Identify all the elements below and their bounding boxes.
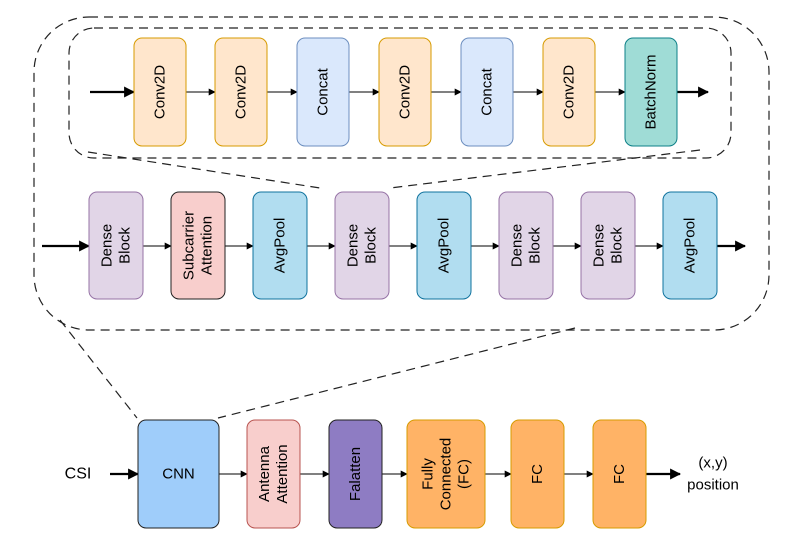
avgpool-label: AvgPool xyxy=(682,218,699,274)
dense-block-label: Block xyxy=(117,227,134,264)
dense-block-label: Dense xyxy=(509,224,526,267)
antenna-attention-label: Antenna xyxy=(256,445,273,502)
batchnorm-block-box xyxy=(624,37,678,147)
conv2d-block-box xyxy=(133,37,187,147)
conv2d-block: Conv2D xyxy=(542,37,596,147)
avgpool-block-box xyxy=(252,191,308,300)
concat-block-box xyxy=(296,37,350,147)
dense-block-detail-row: Conv2D Conv2D Concat Conv2D Concat Conv2D Batc… xyxy=(90,37,710,147)
concat-block-box xyxy=(460,37,514,147)
avgpool-block: AvgPool xyxy=(662,191,718,300)
cnn-block: CNN xyxy=(137,419,220,529)
fully-connected-fc-label: (FC) xyxy=(456,459,473,489)
position-output-label: (x,y) xyxy=(698,455,727,472)
falatten-label: Falatten xyxy=(347,447,364,501)
zoom-connector-cnn-right xyxy=(217,327,576,419)
fully-connected-fc-label: Connected xyxy=(438,438,455,511)
fc-label: FC xyxy=(529,464,546,484)
conv2d-block: Conv2D xyxy=(378,37,432,147)
avgpool-block-box xyxy=(662,191,718,300)
conv2d-block-box xyxy=(378,37,432,147)
dense-block-detail-container xyxy=(68,27,732,159)
fc-block-box xyxy=(592,419,647,529)
zoom-connector-dense-right xyxy=(389,149,701,189)
dense-block-block-box xyxy=(334,191,390,300)
avgpool-label: AvgPool xyxy=(436,218,453,274)
dense-block-block-box xyxy=(498,191,554,300)
avgpool-block: AvgPool xyxy=(416,191,472,300)
fc-block-box xyxy=(510,419,565,529)
fc-block: FC xyxy=(592,419,647,529)
subcarrier-attention-block-box xyxy=(170,191,226,300)
concat-block: Concat xyxy=(460,37,514,147)
conv2d-label: Conv2D xyxy=(233,65,250,119)
conv2d-block-box xyxy=(542,37,596,147)
batchnorm-label: BatchNorm xyxy=(643,54,660,129)
dense-block-label: Block xyxy=(363,227,380,264)
dense-block-block-box xyxy=(88,191,144,300)
csi-input-label: CSI xyxy=(65,466,92,483)
conv2d-block: Conv2D xyxy=(214,37,268,147)
conv2d-block: Conv2D xyxy=(133,37,187,147)
antenna-attention-block-box xyxy=(246,419,301,529)
falatten-block-box xyxy=(328,419,383,529)
position-output-label: position xyxy=(687,477,739,494)
cnn-block-box xyxy=(137,419,220,529)
antenna-attention-label: Attention xyxy=(274,444,291,503)
fc-block: FC xyxy=(510,419,565,529)
avgpool-block: AvgPool xyxy=(252,191,308,300)
conv2d-block-box xyxy=(214,37,268,147)
dense-block-label: Dense xyxy=(591,224,608,267)
concat-label: Concat xyxy=(315,67,332,115)
fc-label: FC xyxy=(611,464,628,484)
dense-block-label: Block xyxy=(609,227,626,264)
cnn-detail-container xyxy=(33,16,770,331)
fully-connected-fc-label: Fully xyxy=(420,458,437,490)
zoom-connector-dense-left xyxy=(87,151,321,189)
concat-block: Concat xyxy=(296,37,350,147)
cnn-label: CNN xyxy=(162,466,195,483)
subcarrier-attention-label: Attention xyxy=(199,216,216,275)
zoom-connector-cnn-left xyxy=(59,319,138,419)
dense-block-label: Dense xyxy=(99,224,116,267)
dense-block-block-box xyxy=(580,191,636,300)
subcarrier-attention-label: Subcarrier xyxy=(181,211,198,280)
fully-connected-fc-block-box xyxy=(406,419,486,529)
concat-label: Concat xyxy=(479,67,496,115)
dense-block-label: Block xyxy=(527,227,544,264)
conv2d-label: Conv2D xyxy=(561,65,578,119)
conv2d-label: Conv2D xyxy=(152,65,169,119)
conv2d-label: Conv2D xyxy=(397,65,414,119)
avgpool-block-box xyxy=(416,191,472,300)
batchnorm-block: BatchNorm xyxy=(624,37,678,147)
falatten-block: Falatten xyxy=(328,419,383,529)
avgpool-label: AvgPool xyxy=(272,218,289,274)
dense-block-label: Dense xyxy=(345,224,362,267)
